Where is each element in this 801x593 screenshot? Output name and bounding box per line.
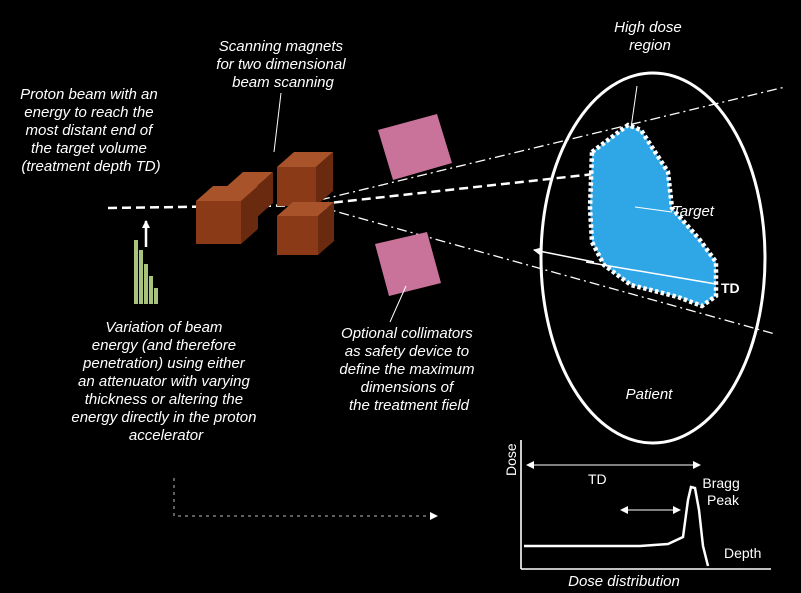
variation-label: Variation of beam energy (and therefore … — [71, 319, 260, 444]
magnet-pointer-line — [273, 92, 282, 153]
scanning-magnets-label: Scanning magnets for two dimensional bea… — [216, 38, 349, 91]
collimators-label: Optional collimators as safety device to… — [339, 325, 478, 414]
magnet-cube-bottom — [277, 202, 334, 255]
bragg-curve — [524, 485, 710, 567]
td-plot-label: TD — [588, 471, 607, 487]
target-label: Target — [672, 203, 715, 220]
scanned-beam-line — [319, 164, 669, 206]
attenuator-stack — [134, 240, 158, 304]
td-arrow-line — [533, 247, 595, 263]
td-label: TD — [721, 280, 740, 296]
flow-arrow — [173, 478, 432, 517]
flow-arrow-head — [430, 512, 438, 520]
magnet-cube-left — [196, 186, 258, 244]
dose-caption: Dose distribution — [568, 573, 680, 590]
patient-outline — [539, 71, 767, 445]
bragg-label: Bragg Peak — [702, 475, 743, 508]
proton-beam-label: Proton beam with an energy to reach the … — [20, 86, 162, 175]
target-region — [587, 122, 719, 309]
magnet-cube-top — [277, 152, 333, 206]
patient-label: Patient — [626, 386, 674, 403]
dose-plot: Dose Depth TD Bragg Peak Dose distributi… — [503, 440, 771, 590]
collimator-upper — [378, 114, 452, 180]
depth-axis-label: Depth — [724, 545, 761, 561]
collimator-pointer-line — [389, 285, 407, 323]
high-dose-pointer — [630, 85, 638, 129]
dose-axis-label: Dose — [503, 443, 519, 476]
high-dose-label: High dose region — [614, 19, 686, 54]
collimator-lower — [375, 232, 441, 296]
target-pointer-line — [634, 206, 673, 213]
td-line — [585, 261, 717, 285]
scanning-magnets — [196, 152, 334, 255]
